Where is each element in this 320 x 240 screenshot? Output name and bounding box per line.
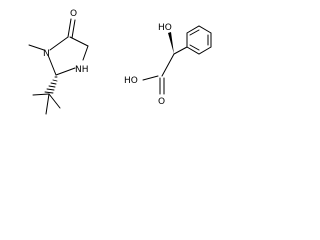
solid-wedge-bond (168, 32, 174, 54)
imidazolidinone-molecule: O N NH (28, 9, 89, 115)
ring-nitrogen-h-label: NH (75, 65, 89, 75)
hashed-wedge-bond (44, 76, 58, 94)
aromatic-inner-bond-1 (189, 29, 200, 36)
bond-n1-c5 (82, 45, 89, 61)
bond-carboxyl-oh (142, 75, 159, 81)
bond-c5-c4 (69, 36, 89, 47)
bond-ring-alpha-carbon (173, 46, 188, 55)
aromatic-inner-bond-3 (189, 44, 200, 51)
bond-c4-n3 (49, 36, 69, 51)
hydroxyl-label: HO (158, 23, 172, 33)
bond-c2-n1 (55, 67, 76, 76)
chemical-structures-svg: O N NH HO HO O (28, 9, 212, 115)
ring-nitrogen-methyl-label: N (43, 49, 50, 59)
bond-alpha-carboxyl (161, 53, 175, 77)
bond-c4-o-a (67, 18, 72, 38)
acid-carbonyl-oxygen-label: O (158, 97, 165, 107)
bond-tbu-methyl-down (45, 93, 50, 115)
structure-diagram: O N NH HO HO O (0, 0, 255, 140)
bond-c4-o-b (71, 19, 76, 39)
bond-n3-methyl (28, 44, 45, 51)
benzene-ring (186, 25, 212, 55)
acid-hydroxyl-label: HO (124, 76, 138, 86)
carbonyl-oxygen-label: O (70, 9, 77, 19)
bond-tbu-methyl-right (48, 93, 61, 109)
bond-tbu-methyl-left (32, 93, 50, 96)
mandelic-acid-molecule: HO HO O (124, 23, 212, 107)
bond-n3-c2 (47, 54, 57, 76)
